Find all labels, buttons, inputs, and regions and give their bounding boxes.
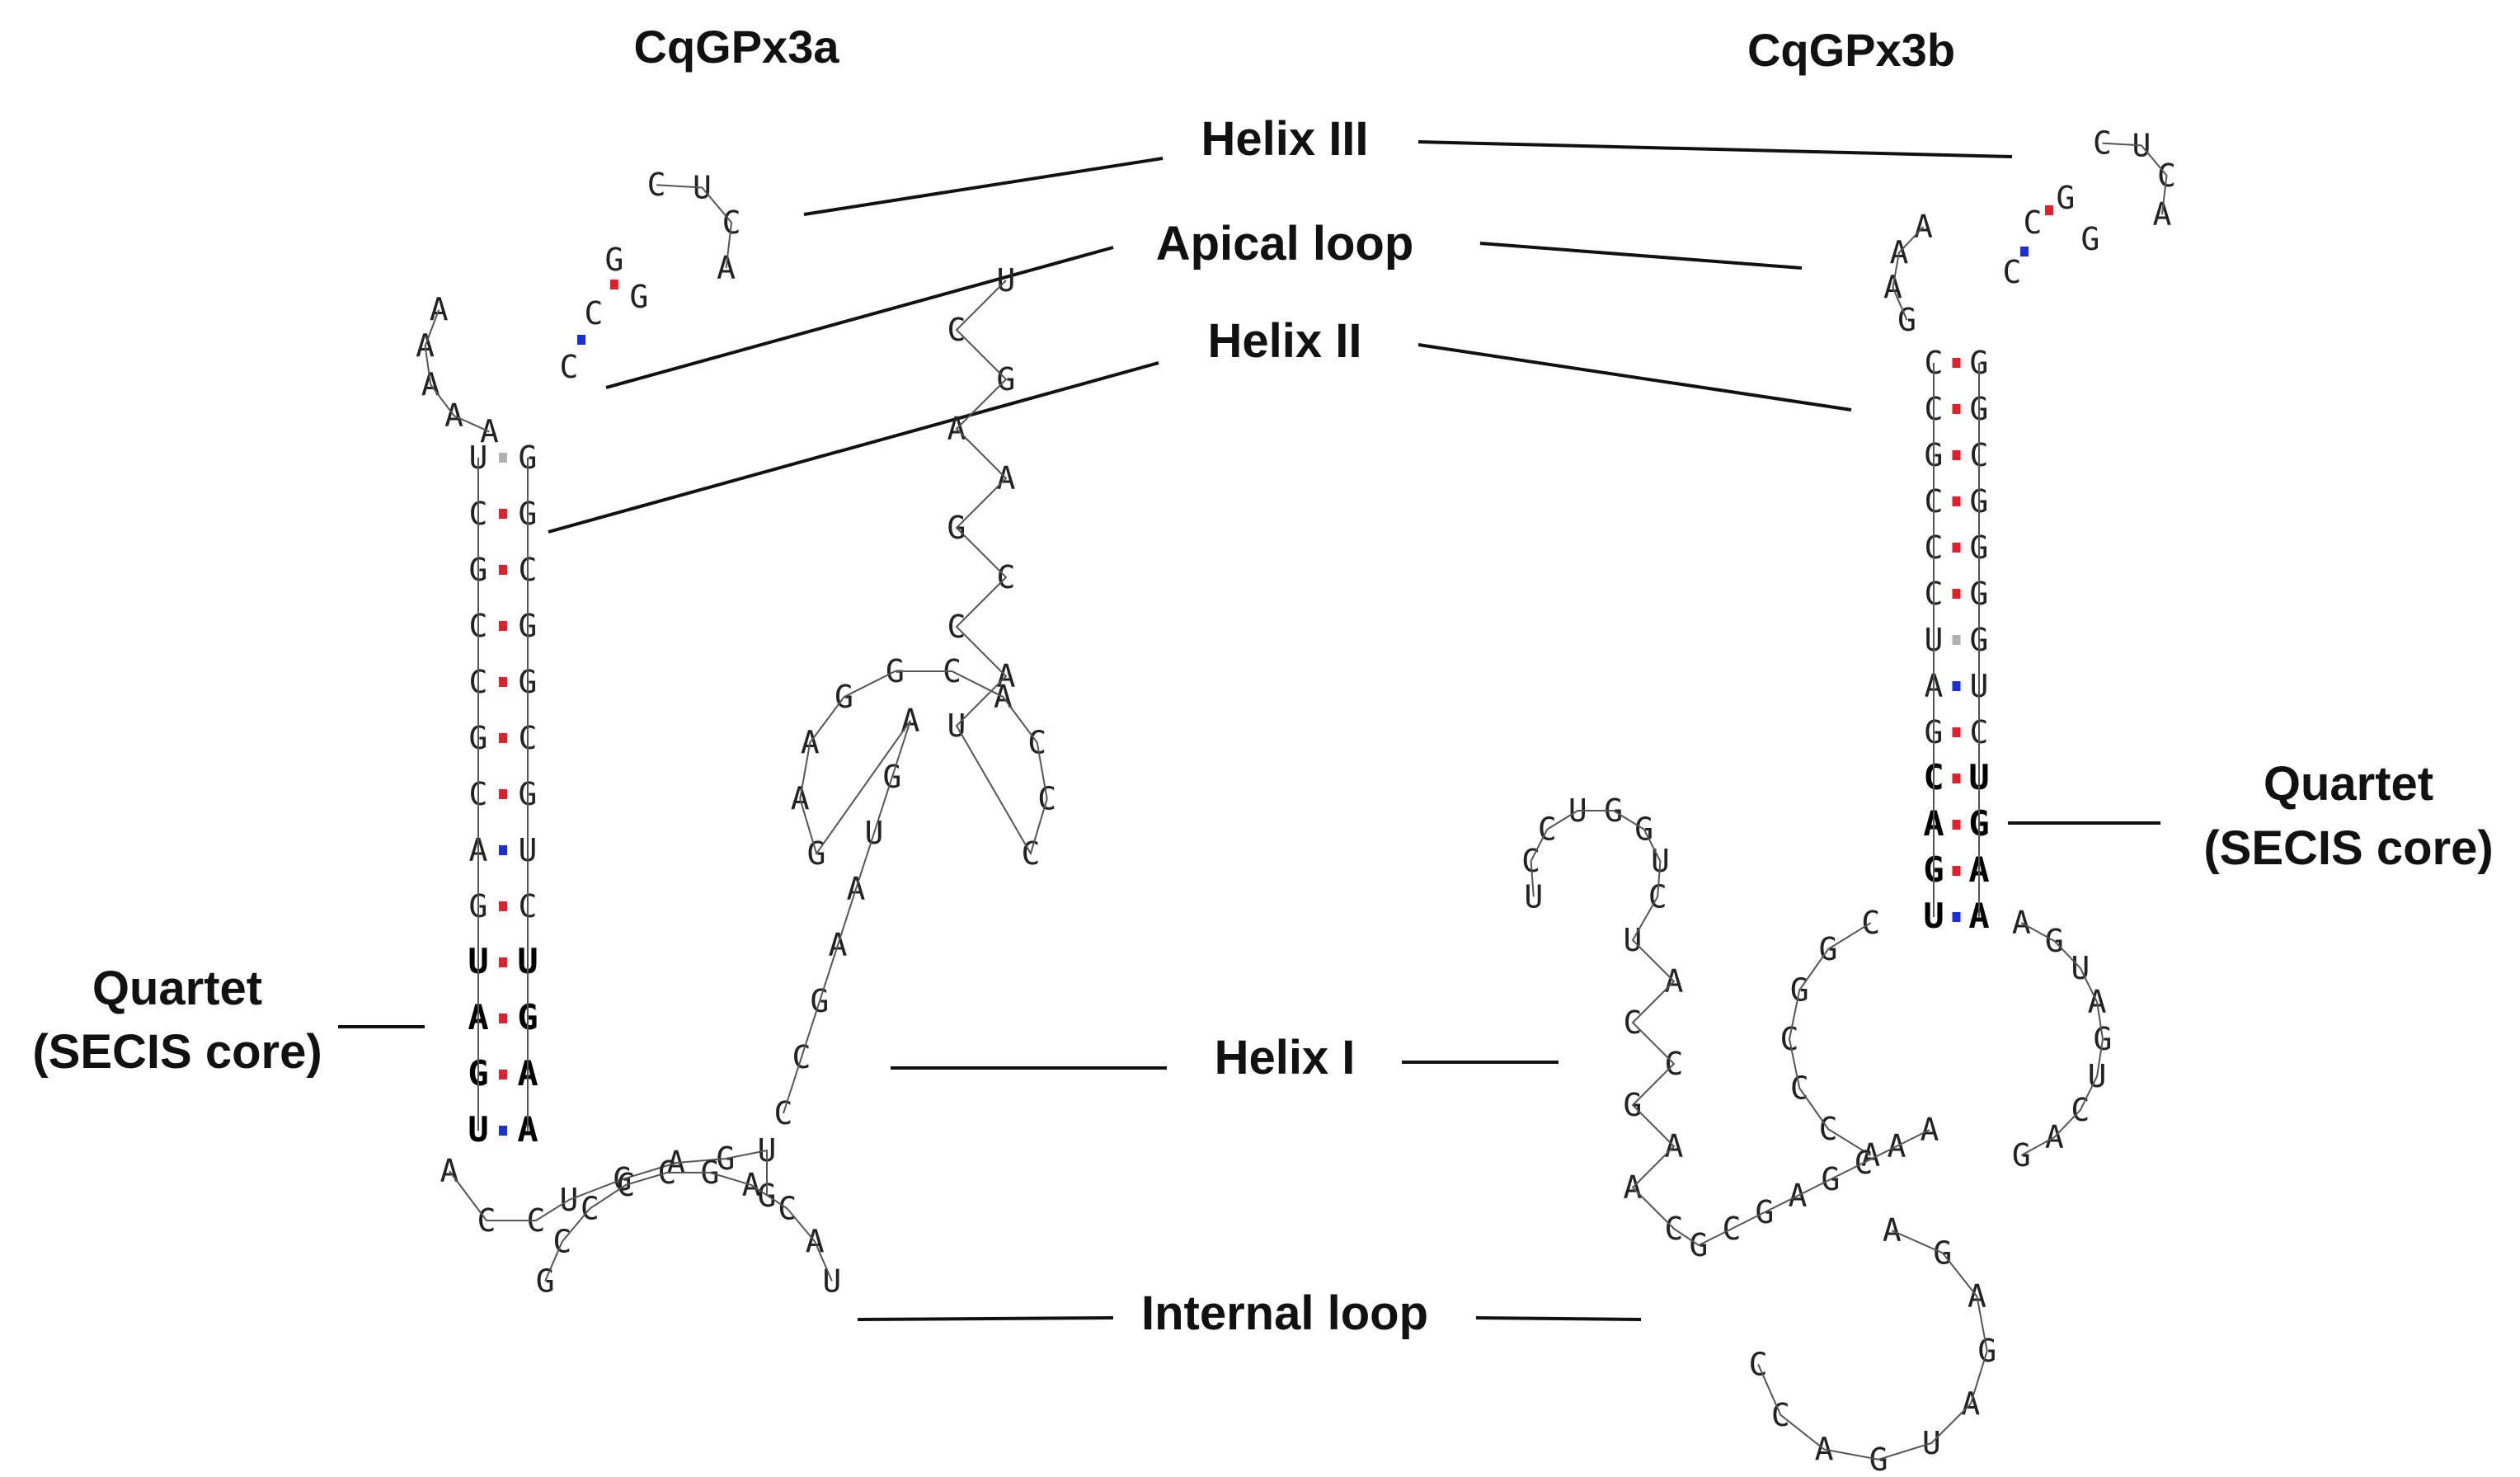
b-pair-8 [1952,727,1961,737]
a-bottom-backbone [544,1171,833,1282]
title-cqgpx3a: CqGPx3a [634,21,840,73]
b-branch-nt-23: A [1921,1112,1939,1148]
b-pair-0 [1952,358,1961,368]
b-apical-backbone [1892,226,1925,321]
pointer-helix2-left [548,361,1159,534]
label-quartet-left: Quartet [92,962,262,1015]
b-pair-2 [1952,450,1961,460]
a-pair-10 [499,1014,507,1023]
a-h3-pair-0 [577,335,585,345]
pointer-helix3-right [1418,140,2013,158]
a-pair-1 [499,509,507,519]
pointer-lines [338,140,2160,1321]
b-pair-1 [1952,404,1961,414]
a-apical-nt-4: A [430,292,449,328]
pointer-internal-left [857,1316,1114,1321]
a-h3-right-0: G [630,279,649,315]
b-h3-left-1: C [2024,205,2043,241]
b-branch-backbone [1530,809,1930,1247]
b-pair-3 [1952,496,1961,506]
b-left-loop-backbone [1788,922,1872,1156]
pointer-apical-left [605,246,1114,389]
title-cqgpx3b: CqGPx3b [1747,24,1955,76]
a-h3-left-0: C [560,349,579,385]
a-pair-3 [499,621,507,631]
label-quartet-right: Quartet [2264,757,2433,811]
pointer-helix2-right [1418,343,1852,412]
label-apical-loop: Apical loop [1156,217,1414,270]
b-bottom-backbone [1757,1230,1988,1461]
label-internal-loop: Internal loop [1141,1286,1428,1340]
b-pair-12 [1952,912,1961,922]
a-pair-12 [499,1126,507,1136]
b-h3-right-1: G [2057,180,2076,216]
b-left-loop-nt-0: A [1861,1137,1880,1174]
b-h3-left-0: C [2003,254,2022,290]
a-pair-8 [499,901,507,911]
a-h3-right-1: G [605,242,624,278]
a-pair-7 [499,845,507,855]
pointer-helix3-left [803,157,1164,216]
a-pair-9 [499,957,507,967]
a-pair-4 [499,677,507,687]
a-branch-backbone [783,280,1048,1114]
a-h3-left-1: C [585,295,604,332]
a-pair-0 [499,453,507,463]
b-pair-11 [1952,866,1961,876]
b-h3-pair-0 [2020,247,2029,256]
a-pair-11 [499,1070,507,1080]
b-pair-9 [1952,774,1961,783]
label-secis-core-right: (SECIS core) [2203,821,2493,875]
a-h3loop-backbone [656,184,733,269]
b-h3loop-backbone [2102,142,2168,215]
pointer-apical-right [1479,242,1803,270]
b-h3-pair-1 [2045,205,2053,215]
b-h3-right-0: G [2081,221,2100,257]
a-pair-5 [499,733,507,743]
label-helix-iii: Helix III [1201,112,1368,166]
a-apical-nt-0: A [480,414,499,450]
a-junction-backbone [449,1149,768,1221]
b-pair-4 [1952,543,1961,553]
a-h3-pair-1 [610,280,618,289]
label-secis-core-left: (SECIS core) [32,1025,322,1079]
b-pair-7 [1952,681,1961,691]
b-pair-5 [1952,589,1961,599]
label-helix-i: Helix I [1215,1031,1356,1084]
pointer-internal-right [1475,1316,1642,1321]
a-pair-6 [499,789,507,799]
a-pair-2 [499,565,507,575]
b-right-loop-backbone [2020,922,2104,1156]
b-apical-nt-3: A [1914,209,1933,245]
a-apical-backbone [424,309,490,433]
label-helix-ii: Helix II [1208,314,1362,368]
b-pair-6 [1952,635,1961,645]
b-pair-10 [1952,820,1961,830]
